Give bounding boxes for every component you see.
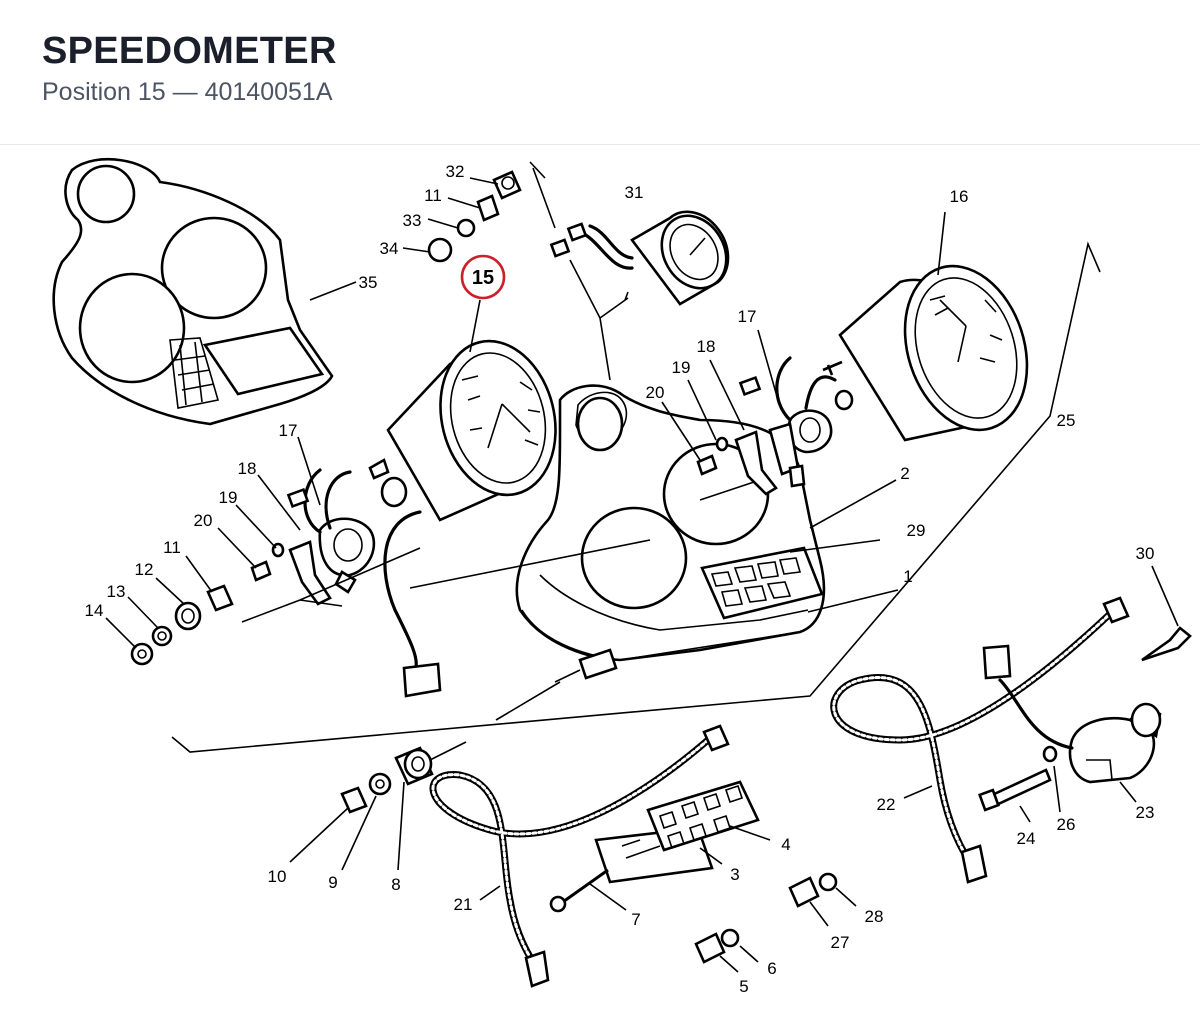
callout-25[interactable]: 25 — [1057, 411, 1076, 430]
left-nut-washer-stack[interactable] — [105, 555, 234, 666]
highlight-ring — [460, 254, 506, 300]
callout-7[interactable]: 7 — [631, 910, 640, 929]
part-22-tacho-cable[interactable] — [830, 596, 1130, 884]
page-subtitle: Position 15 — 40140051A — [42, 78, 333, 106]
callout-31[interactable]: 31 — [625, 183, 644, 202]
callout-3[interactable]: 3 — [730, 865, 739, 884]
callout-24[interactable]: 24 — [1017, 829, 1036, 848]
callout-28[interactable]: 28 — [865, 907, 884, 926]
callout-35[interactable]: 35 — [359, 273, 378, 292]
callout-18-left[interactable]: 18 — [238, 459, 257, 478]
callout-19-right[interactable]: 19 — [672, 358, 691, 377]
part-23-sender-unit[interactable] — [978, 644, 1162, 823]
callout-8[interactable]: 8 — [391, 875, 400, 894]
callout-15[interactable]: 15 — [472, 267, 494, 289]
callout-4[interactable]: 4 — [781, 835, 790, 854]
callout-34[interactable]: 34 — [380, 239, 399, 258]
callout-16[interactable]: 16 — [950, 187, 969, 206]
lower-nut-washer-stack[interactable] — [289, 741, 467, 871]
callout-14[interactable]: 14 — [85, 601, 104, 620]
callout-11-top[interactable]: 11 — [424, 186, 442, 205]
part-30-screw[interactable] — [1141, 565, 1192, 662]
callout-6[interactable]: 6 — [767, 959, 776, 978]
callout-20-left[interactable]: 20 — [194, 511, 213, 530]
callout-12[interactable]: 12 — [135, 560, 154, 579]
group-boundary-lines — [171, 161, 1101, 753]
callout-22[interactable]: 22 — [877, 795, 896, 814]
callout-17-right[interactable]: 17 — [738, 307, 757, 326]
page-header: SPEEDOMETER Position 15 — 40140051A — [0, 0, 1200, 144]
page-title: SPEEDOMETER — [42, 30, 337, 72]
right-bulb-holder-cluster[interactable] — [661, 329, 837, 496]
callout-19-left[interactable]: 19 — [219, 488, 238, 507]
callout-labels: 15 1 2 3 4 5 6 7 8 9 10 11 11 12 13 14 1… — [85, 162, 1155, 996]
callout-32[interactable]: 32 — [446, 162, 465, 181]
part-16-large-gauge[interactable] — [822, 211, 1047, 446]
callout-5[interactable]: 5 — [739, 977, 748, 996]
part-27-28-bulb[interactable] — [788, 872, 857, 927]
callout-23[interactable]: 23 — [1136, 803, 1155, 822]
callout-30[interactable]: 30 — [1136, 544, 1155, 563]
callout-10[interactable]: 10 — [268, 867, 287, 886]
part-35-panel-cover[interactable] — [52, 157, 334, 426]
callout-17-left[interactable]: 17 — [279, 421, 298, 440]
part-21-speedo-cable[interactable] — [429, 724, 730, 988]
callout-9[interactable]: 9 — [328, 873, 337, 892]
part-31-small-gauge[interactable] — [549, 204, 739, 381]
callout-2[interactable]: 2 — [900, 464, 909, 483]
part-3-4-warning-board[interactable] — [594, 780, 771, 884]
header-divider — [0, 144, 1200, 145]
callout-11-left[interactable]: 11 — [163, 538, 181, 557]
part-15-speedometer[interactable] — [368, 299, 571, 698]
top-nut-washer-stack[interactable] — [402, 170, 522, 263]
left-bulb-holder-cluster[interactable] — [217, 436, 421, 623]
callout-1[interactable]: 1 — [903, 567, 912, 586]
callout-21[interactable]: 21 — [454, 895, 473, 914]
callout-18-right[interactable]: 18 — [697, 337, 716, 356]
callout-27[interactable]: 27 — [831, 933, 850, 952]
callout-29[interactable]: 29 — [907, 521, 926, 540]
part-7-screw[interactable] — [549, 868, 627, 913]
callout-20-right[interactable]: 20 — [646, 383, 665, 402]
callout-26[interactable]: 26 — [1057, 815, 1076, 834]
callout-33[interactable]: 33 — [403, 211, 422, 230]
callout-13[interactable]: 13 — [107, 582, 126, 601]
part-5-6-bulb[interactable] — [694, 928, 759, 973]
